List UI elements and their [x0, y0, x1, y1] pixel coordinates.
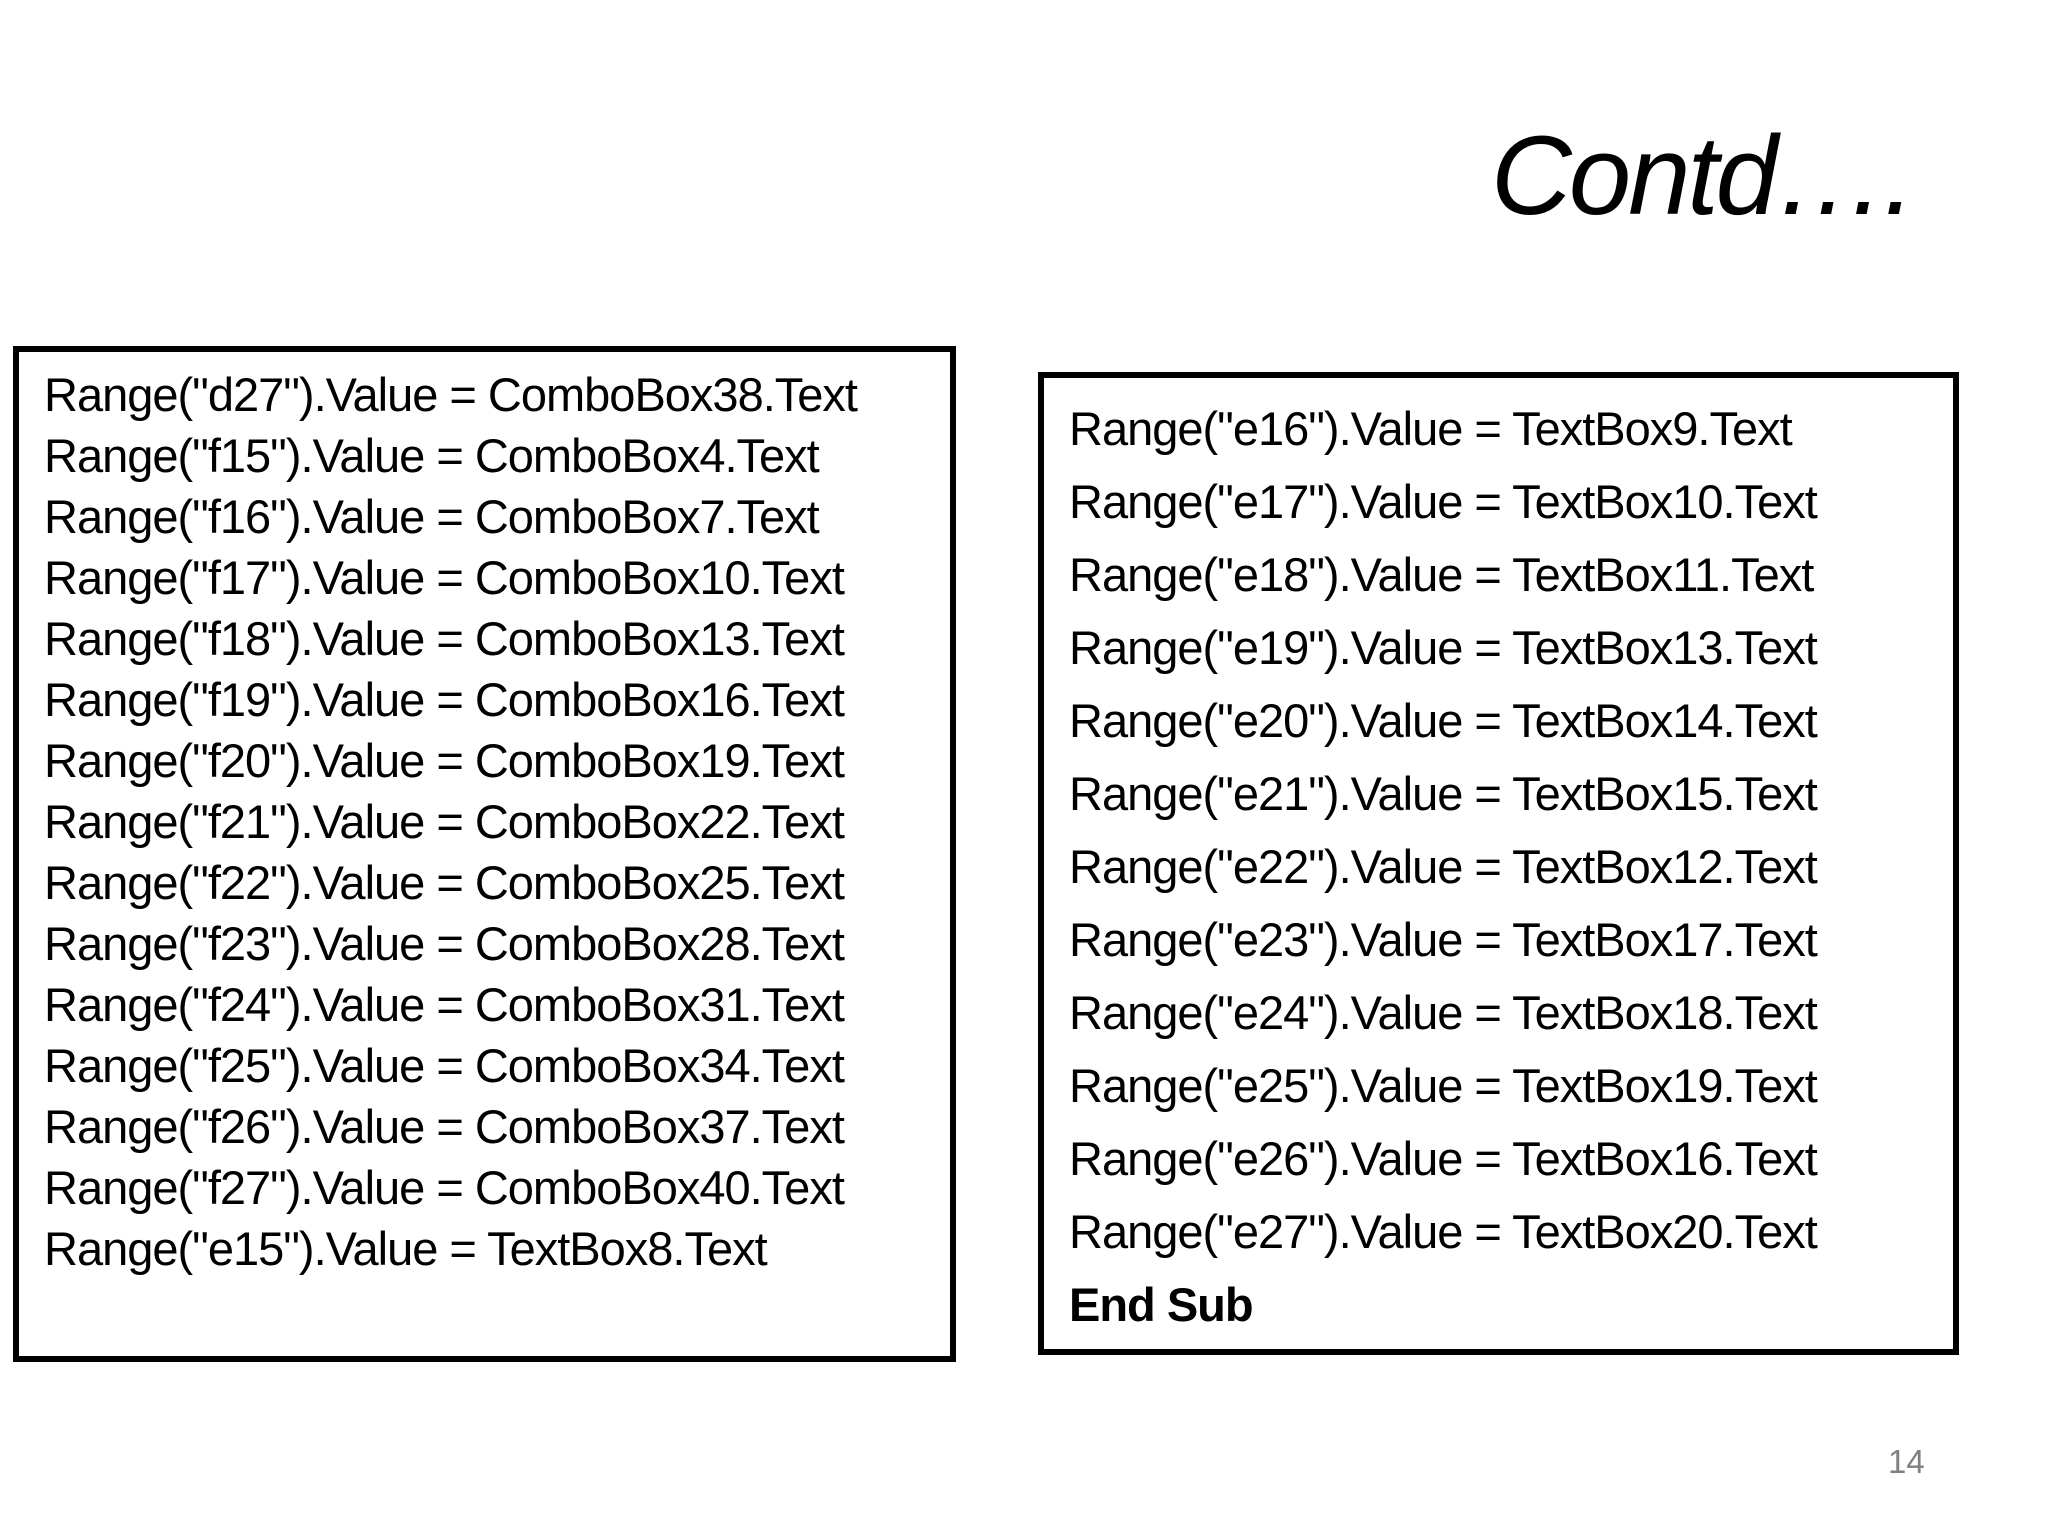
code-line: Range("e19").Value = TextBox13.Text [1069, 621, 1818, 674]
code-line: Range("f22").Value = ComboBox25.Text [44, 856, 845, 909]
code-line: Range("e16").Value = TextBox9.Text [1069, 402, 1793, 455]
slide-title: Contd…. [1491, 113, 1915, 238]
code-line: Range("f23").Value = ComboBox28.Text [44, 917, 845, 970]
code-line: Range("e26").Value = TextBox16.Text [1069, 1132, 1818, 1185]
code-line: Range("f18").Value = ComboBox13.Text [44, 612, 845, 665]
code-line: Range("e22").Value = TextBox12.Text [1069, 840, 1818, 893]
code-line: Range("e20").Value = TextBox14.Text [1069, 694, 1818, 747]
code-line: Range("e23").Value = TextBox17.Text [1069, 913, 1818, 966]
code-line: Range("f27").Value = ComboBox40.Text [44, 1161, 845, 1214]
code-line: Range("f15").Value = ComboBox4.Text [44, 429, 820, 482]
code-line: Range("f25").Value = ComboBox34.Text [44, 1039, 845, 1092]
code-line: Range("e27").Value = TextBox20.Text [1069, 1205, 1818, 1258]
code-line: Range("e25").Value = TextBox19.Text [1069, 1059, 1818, 1112]
code-line: Range("e17").Value = TextBox10.Text [1069, 475, 1818, 528]
code-line: Range("e15").Value = TextBox8.Text [44, 1222, 768, 1275]
code-line: Range("f19").Value = ComboBox16.Text [44, 673, 845, 726]
page-number: 14 [1888, 1443, 1925, 1480]
code-line: Range("e21").Value = TextBox15.Text [1069, 767, 1818, 820]
code-line: Range("f24").Value = ComboBox31.Text [44, 978, 845, 1031]
code-line: Range("f20").Value = ComboBox19.Text [44, 734, 845, 787]
code-line: Range("f21").Value = ComboBox22.Text [44, 795, 845, 848]
code-box-right: Range("e16").Value = TextBox9.Text Range… [1038, 372, 1959, 1355]
end-sub-line: End Sub [1069, 1278, 1254, 1331]
code-line: Range("e18").Value = TextBox11.Text [1069, 548, 1814, 601]
code-line: Range("f26").Value = ComboBox37.Text [44, 1100, 845, 1153]
code-box-left: Range("d27").Value = ComboBox38.Text Ran… [13, 346, 956, 1362]
code-line: Range("d27").Value = ComboBox38.Text [44, 368, 858, 421]
code-line: Range("f16").Value = ComboBox7.Text [44, 490, 820, 543]
code-line: Range("e24").Value = TextBox18.Text [1069, 986, 1818, 1039]
code-line: Range("f17").Value = ComboBox10.Text [44, 551, 845, 604]
